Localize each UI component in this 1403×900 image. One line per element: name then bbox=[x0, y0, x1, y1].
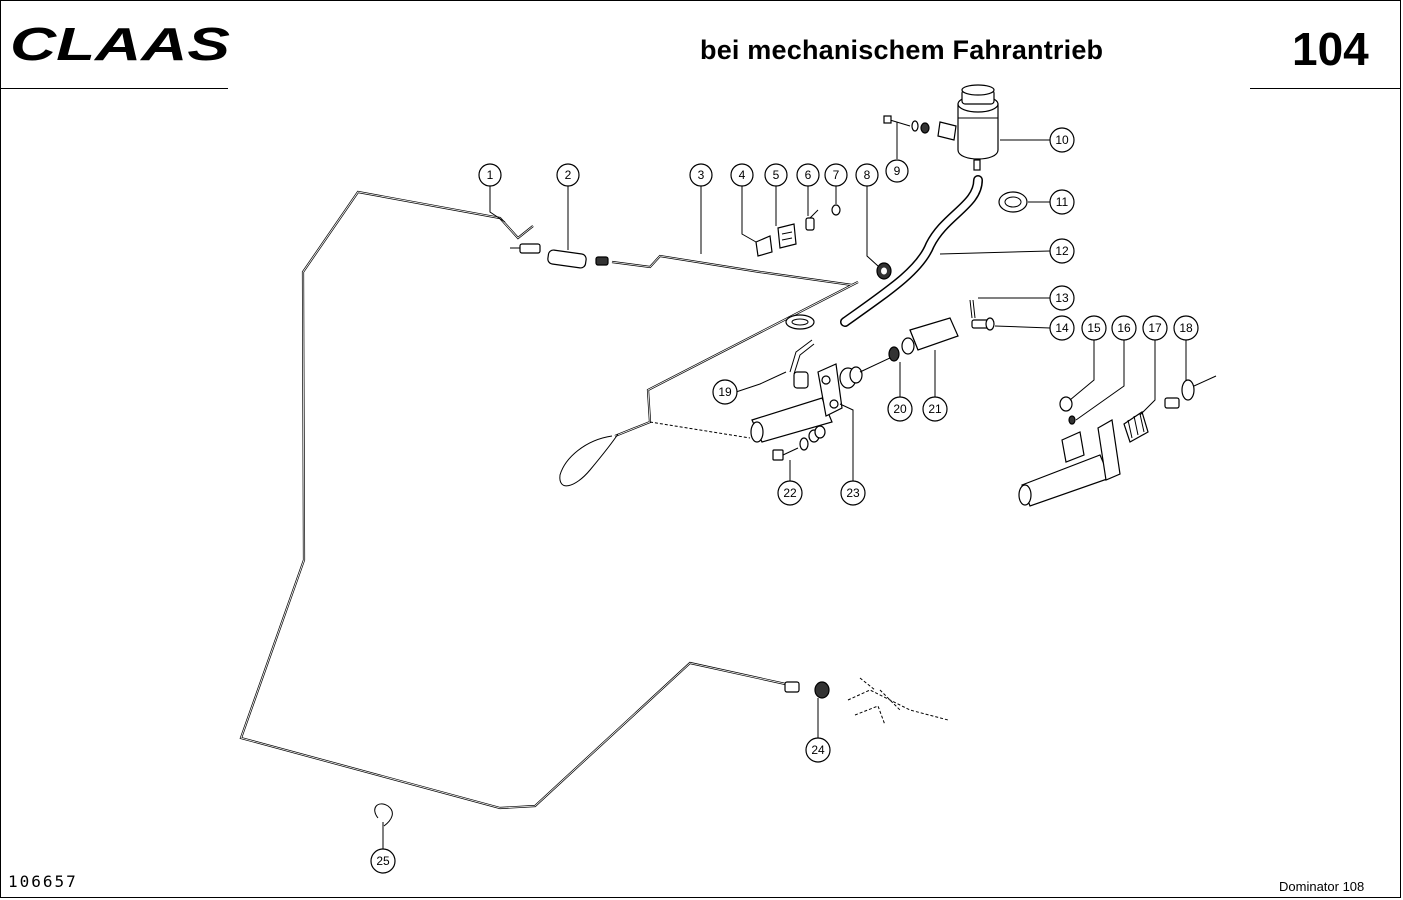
lock-nut bbox=[888, 346, 900, 362]
svg-text:18: 18 bbox=[1179, 321, 1193, 335]
svg-text:11: 11 bbox=[1056, 195, 1069, 209]
callout-4: 4 bbox=[730, 163, 754, 187]
fluid-reservoir bbox=[957, 84, 999, 171]
model-label: Dominator 108 bbox=[1279, 879, 1365, 894]
callout-2: 2 bbox=[556, 163, 580, 187]
svg-text:6: 6 bbox=[805, 168, 812, 182]
clevis-pin bbox=[971, 317, 995, 331]
reservoir-hose bbox=[840, 175, 983, 327]
svg-text:12: 12 bbox=[1055, 244, 1069, 258]
callout-13: 13 bbox=[1049, 285, 1075, 311]
svg-text:14: 14 bbox=[1055, 321, 1069, 335]
callout-9: 9 bbox=[885, 159, 909, 183]
bolt-and-washers bbox=[772, 425, 826, 461]
clamp-block bbox=[777, 223, 797, 249]
page-number: 104 bbox=[1292, 23, 1369, 75]
callout-16: 16 bbox=[1111, 315, 1137, 341]
connection-line bbox=[649, 421, 751, 439]
svg-text:20: 20 bbox=[893, 402, 907, 416]
callout-24: 24 bbox=[805, 737, 831, 763]
callout-8: 8 bbox=[855, 163, 879, 187]
rubber-grommet bbox=[998, 191, 1028, 213]
callout-21: 21 bbox=[922, 396, 948, 422]
svg-text:5: 5 bbox=[773, 168, 780, 182]
callout-22: 22 bbox=[777, 480, 803, 506]
svg-text:21: 21 bbox=[928, 402, 942, 416]
callout-7: 7 bbox=[824, 163, 848, 187]
callout-14: 14 bbox=[1049, 315, 1075, 341]
nut-small bbox=[831, 204, 841, 216]
svg-text:3: 3 bbox=[698, 168, 705, 182]
callout-6: 6 bbox=[796, 163, 820, 187]
header-rule-left bbox=[0, 88, 228, 89]
svg-text:8: 8 bbox=[864, 168, 871, 182]
svg-text:2: 2 bbox=[565, 168, 572, 182]
document-number: 106657 bbox=[8, 872, 78, 891]
callout-11: 11 bbox=[1049, 189, 1075, 215]
svg-text:16: 16 bbox=[1117, 321, 1131, 335]
cotter-pin bbox=[969, 299, 976, 319]
pipe-clip bbox=[755, 235, 773, 257]
claas-logo-text: CLAAS bbox=[10, 22, 230, 66]
svg-text:25: 25 bbox=[376, 854, 390, 868]
callout-20: 20 bbox=[887, 396, 913, 422]
master-cylinder bbox=[750, 357, 891, 443]
callout-17: 17 bbox=[1142, 315, 1168, 341]
svg-text:4: 4 bbox=[739, 168, 746, 182]
svg-text:24: 24 bbox=[811, 743, 825, 757]
svg-text:1: 1 bbox=[487, 168, 494, 182]
callout-19: 19 bbox=[712, 379, 738, 405]
svg-text:7: 7 bbox=[833, 168, 840, 182]
callout-5: 5 bbox=[764, 163, 788, 187]
leader-lines bbox=[382, 122, 1187, 849]
svg-text:23: 23 bbox=[846, 486, 860, 500]
retaining-clip bbox=[374, 803, 393, 827]
banjo-fitting bbox=[785, 314, 815, 375]
callout-1: 1 bbox=[478, 163, 502, 187]
claas-logo: CLAAS bbox=[10, 22, 230, 66]
svg-text:22: 22 bbox=[783, 486, 797, 500]
hydraulic-pipe-long bbox=[239, 190, 791, 810]
slave-cylinder bbox=[1018, 375, 1217, 507]
header-rule-right bbox=[1250, 88, 1401, 89]
svg-text:10: 10 bbox=[1055, 133, 1069, 147]
callout-10: 10 bbox=[1049, 127, 1075, 153]
callout-23: 23 bbox=[840, 480, 866, 506]
callout-18: 18 bbox=[1173, 315, 1199, 341]
callout-3: 3 bbox=[689, 163, 713, 187]
svg-text:17: 17 bbox=[1148, 321, 1162, 335]
callout-12: 12 bbox=[1049, 238, 1075, 264]
lower-fitting bbox=[784, 677, 949, 726]
svg-text:15: 15 bbox=[1087, 321, 1101, 335]
callout-25: 25 bbox=[370, 848, 396, 874]
bolt-small bbox=[805, 209, 819, 231]
connector-sleeve bbox=[547, 249, 609, 269]
bolt-with-washers bbox=[883, 115, 957, 141]
nut bbox=[876, 262, 892, 280]
clevis-fork bbox=[901, 317, 959, 355]
hydraulic-pipe-upper bbox=[559, 254, 859, 487]
pipe-fitting bbox=[510, 243, 541, 254]
page-title: bei mechanischem Fahrantrieb bbox=[700, 35, 1104, 65]
callout-15: 15 bbox=[1081, 315, 1107, 341]
svg-text:9: 9 bbox=[894, 164, 901, 178]
svg-text:19: 19 bbox=[718, 385, 732, 399]
svg-text:13: 13 bbox=[1055, 291, 1069, 305]
